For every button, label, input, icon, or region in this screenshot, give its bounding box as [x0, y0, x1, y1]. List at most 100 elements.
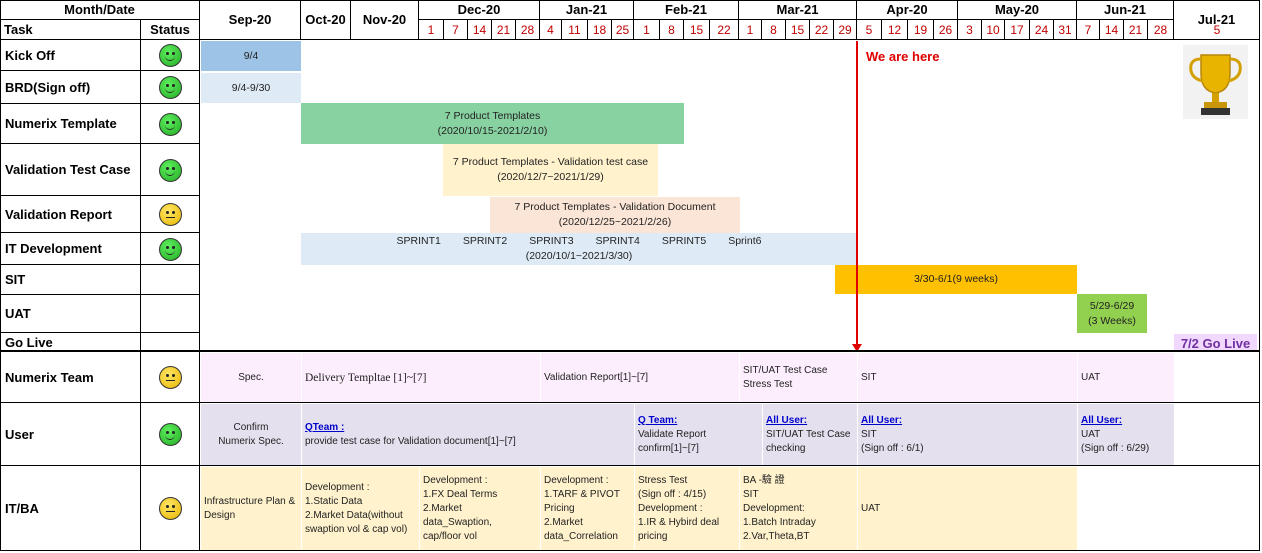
green-smiley-status-icon — [159, 44, 182, 67]
we-are-here-label: We are here — [866, 49, 940, 64]
sprint-label: SPRINT2 — [462, 235, 508, 247]
sprint-label: SPRINT5 — [661, 235, 707, 247]
kickoff-bar: 9/4 — [201, 41, 301, 71]
face-eye — [166, 374, 169, 377]
sprint-label: SPRINT3 — [529, 235, 574, 247]
bar-label: (2020/12/7~2021/1/29) — [497, 171, 604, 183]
row-divider — [0, 402, 1260, 403]
face-eye — [172, 211, 175, 214]
face-mouth — [166, 380, 175, 381]
month-header: Sep-20 — [200, 0, 301, 40]
team-task-cell: Stress Test(Sign off : 4/15)Development … — [635, 467, 739, 550]
month-header: Jun-21 — [1077, 0, 1174, 20]
team-task-cell: QTeam :provide test case for Validation … — [302, 404, 634, 465]
team-cell-line: 2.Market Data(without — [305, 509, 403, 521]
day-header: 15 — [684, 20, 710, 40]
day-header: 7 — [444, 20, 468, 40]
team-link[interactable]: All User: — [861, 414, 903, 426]
day-header: 15 — [786, 20, 810, 40]
day-header: 21 — [492, 20, 516, 40]
team-cell-line: UAT — [1081, 428, 1101, 440]
team-cell-line: 1.FX Deal Terms — [423, 488, 498, 500]
day-header: 1 — [739, 20, 762, 40]
bar-label: 7/2 Go Live — [1180, 335, 1251, 351]
team-cell-line: Validation Report[1]~[7] — [544, 371, 649, 383]
day-header: 29 — [834, 20, 857, 40]
team-cell-line: Design — [204, 509, 236, 521]
team-cell-line: data_Swaption, — [423, 516, 492, 528]
team-cell-line: Development : — [423, 474, 488, 486]
team-cell-line: confirm[1]~[7] — [638, 442, 699, 454]
day-header: 18 — [588, 20, 612, 40]
task-label: Numerix Template — [0, 104, 141, 144]
month-date-header: Month/Date — [0, 0, 200, 20]
day-header: 28 — [1148, 20, 1174, 40]
task-label: IT Development — [0, 233, 141, 265]
face-mouth — [165, 53, 175, 61]
team-cell-line: SIT — [743, 488, 759, 500]
day-header: 8 — [660, 20, 684, 40]
bar-label: 9/4-9/30 — [231, 81, 271, 94]
bar-label: 7 Product Templates - Validation Documen… — [514, 201, 716, 213]
status-cell — [141, 144, 200, 196]
month-header: Dec-20 — [419, 0, 540, 20]
team-cell-line: SIT — [861, 428, 877, 440]
face-mouth — [165, 168, 175, 176]
team-cell-line: Spec. — [238, 371, 264, 383]
day-header: 8 — [762, 20, 786, 40]
month-header: Feb-21 — [634, 0, 739, 20]
day-header: 5 — [857, 20, 882, 40]
team-task-cell: Q Team: Validate Report confirm[1]~[7] — [635, 404, 762, 465]
face-eye — [172, 505, 175, 508]
green-smiley-status-icon — [159, 112, 182, 136]
day-header: 14 — [468, 20, 492, 40]
team-cell-line: Numerix Spec. — [218, 435, 284, 447]
team-task-cell: UAT — [1078, 353, 1174, 402]
task-label: BRD(Sign off) — [0, 71, 141, 104]
green-smiley-status-icon — [159, 158, 182, 182]
month-header: Oct-20 — [301, 0, 351, 40]
month-header: Jan-21 — [540, 0, 634, 20]
bar-label: 7 Product Templates — [444, 109, 541, 122]
face-mouth — [165, 432, 175, 440]
day-header: 5 — [1174, 20, 1260, 40]
team-task-cell: SIT — [858, 353, 1077, 402]
face-mouth — [165, 85, 175, 93]
task-label: UAT — [0, 295, 141, 333]
team-link[interactable]: All User: — [766, 414, 808, 426]
status-cell — [141, 71, 200, 104]
team-cell-line: Pricing — [544, 502, 575, 514]
team-cell-line: Validate Report — [638, 428, 707, 440]
team-cell-line: 1.Static Data — [305, 495, 363, 507]
uat-bar: 5/29-6/29(3 Weeks) — [1077, 294, 1147, 333]
bar-label: (3 Weeks) — [1088, 314, 1136, 327]
team-link[interactable]: Q Team: — [638, 414, 678, 426]
section-divider — [0, 350, 1260, 352]
day-header: 24 — [1030, 20, 1054, 40]
face-mouth — [165, 247, 175, 255]
team-task-cell: All User:SIT(Sign off : 6/1) — [858, 404, 1077, 465]
team-link[interactable]: All User: — [1081, 414, 1123, 426]
day-header: 22 — [810, 20, 834, 40]
team-link[interactable]: QTeam : — [305, 421, 345, 433]
month-header: Nov-20 — [351, 0, 419, 40]
team-task-cell: UAT — [858, 467, 1077, 550]
day-header: 7 — [1077, 20, 1100, 40]
bar-label: (2020/12/25~2021/2/26) — [558, 216, 672, 228]
team-task-cell: Spec. — [201, 353, 301, 402]
day-header: 25 — [612, 20, 634, 40]
brd-bar: 9/4-9/30 — [201, 73, 301, 103]
team-cell-line: Stress Test — [638, 474, 688, 486]
face-mouth — [165, 122, 175, 130]
it-development-range: (2020/10/1~2021/3/30) — [525, 250, 633, 262]
face-mouth — [166, 217, 175, 218]
sprint-label: Sprint6 — [728, 235, 762, 247]
bar-label: (2020/10/15-2021/2/10) — [437, 124, 548, 137]
team-label: Numerix Team — [0, 352, 141, 403]
green-smiley-status-icon — [159, 76, 182, 99]
numerix-template-bar: 7 Product Templates (2020/10/15-2021/2/10… — [301, 103, 684, 144]
